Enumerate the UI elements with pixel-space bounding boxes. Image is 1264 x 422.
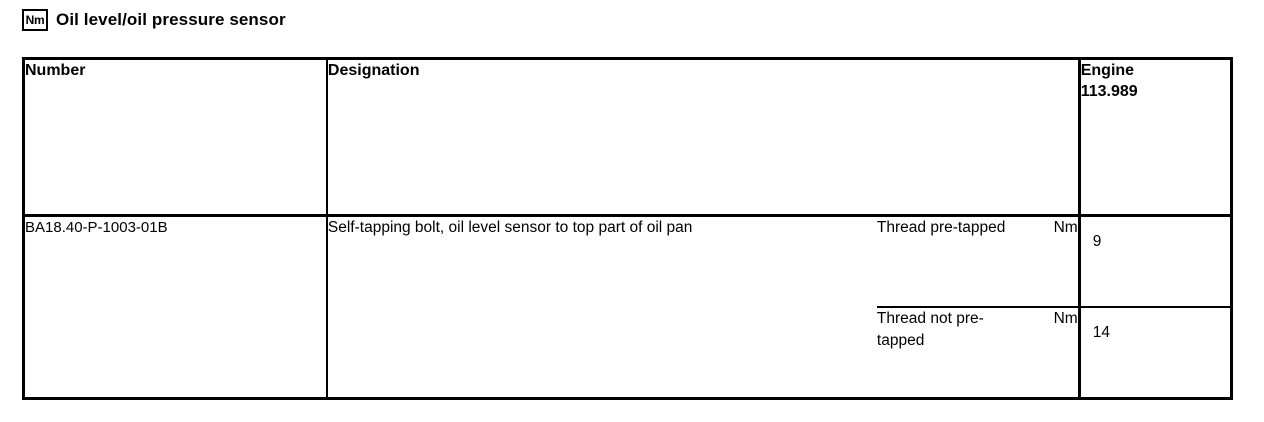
cell-engine-values: 9 14 [1077,215,1232,399]
designation-text: Self-tapping bolt, oil level sensor to t… [327,219,693,236]
table-header-row: Number Designation Engine 113.989 [23,58,1232,217]
table-row: BA18.40-P-1003-01B Self-tapping bolt, oi… [24,215,1232,399]
spec-row-1: Self-tapping bolt, oil level sensor to t… [328,217,1078,307]
column-header-engine-line2: 113.989 [1080,83,1138,101]
value-row-1: 9 [1081,217,1230,307]
cell-designation: Self-tapping bolt, oil level sensor to t… [325,215,1080,399]
value-sub-table: 9 14 [1080,217,1230,397]
value-row-2: 14 [1080,306,1230,397]
nm-torque-icon: Nm [22,9,48,31]
spec-unit-2: Nm [1025,306,1078,397]
column-header-designation: Designation [325,58,1080,217]
column-header-engine: Engine 113.989 [1077,58,1232,217]
spec-value-2: 14 [1080,306,1230,397]
spec-row-2: Thread not pre-tapped Nm [328,306,1078,397]
torque-specification-table: Number Designation Engine 113.989 BA18.4… [22,57,1233,400]
spec-condition-2: Thread not pre-tapped [876,306,1026,397]
column-header-number: Number [23,58,327,217]
spec-condition-1: Thread pre-tapped [876,219,1006,236]
spec-value-1: 9 [1092,233,1102,250]
spec-unit-1: Nm [1053,219,1078,236]
page-title: Oil level/oil pressure sensor [56,10,286,29]
cell-number: BA18.40-P-1003-01B [25,219,168,236]
section-title-row: Nm Oil level/oil pressure sensor [22,9,286,31]
column-header-engine-line1: Engine [1080,62,1135,79]
designation-sub-table: Self-tapping bolt, oil level sensor to t… [328,217,1078,397]
